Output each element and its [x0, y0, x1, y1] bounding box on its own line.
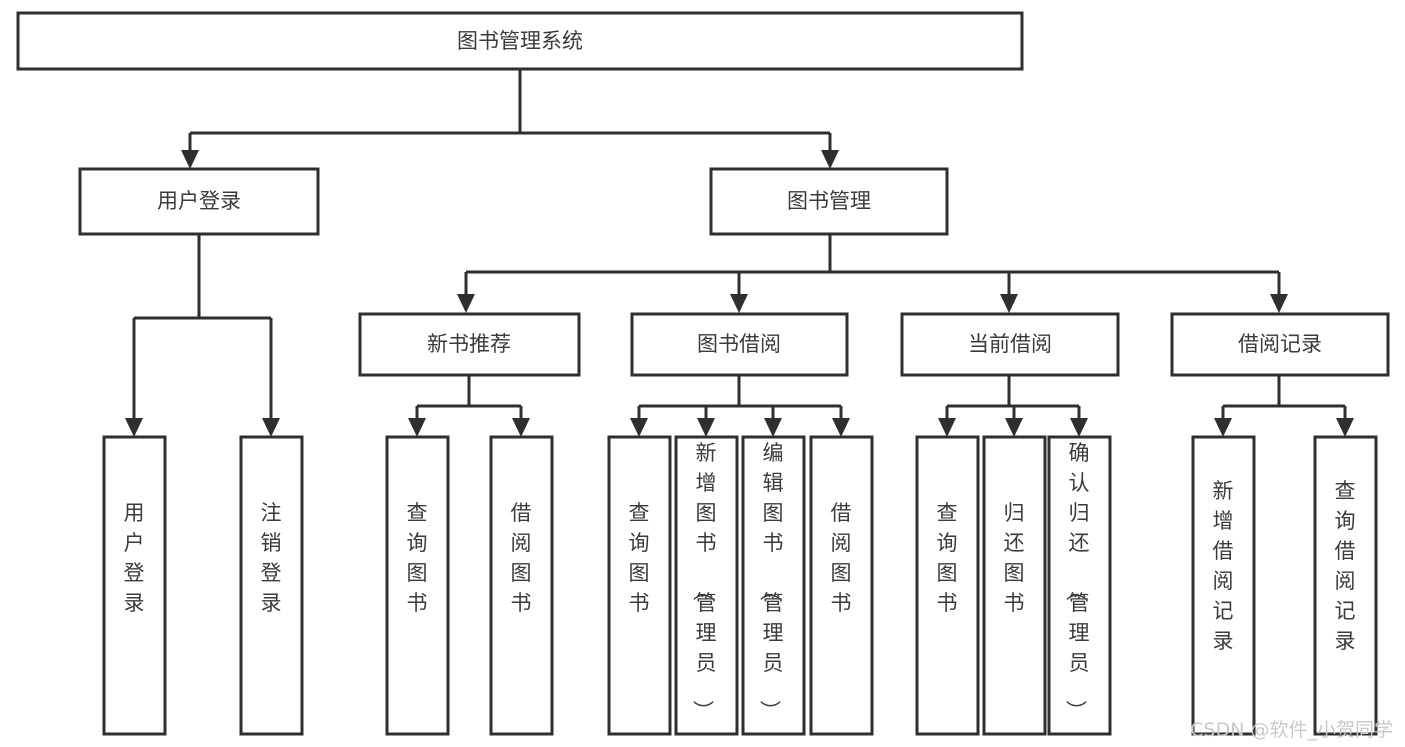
node-book-management[interactable]: 图书管理 — [709, 167, 949, 236]
node-leaf-borrow-book-1-box[interactable] — [489, 435, 554, 736]
node-leaf-query-book-1[interactable]: 查询图书 — [385, 435, 450, 736]
arrow-head-icon — [262, 418, 280, 437]
arrow-head-icon — [512, 418, 530, 437]
node-current-borrow-label: 当前借阅 — [968, 332, 1052, 356]
arrow-head-icon — [1000, 294, 1018, 313]
node-book-borrow[interactable]: 图书借阅 — [630, 312, 849, 377]
node-leaf-add-book-admin-box[interactable] — [674, 435, 739, 736]
arrow-head-icon — [1336, 418, 1354, 437]
arrow-head-icon — [630, 418, 648, 437]
node-leaf-logout-label: 注销登录 — [261, 501, 282, 615]
node-borrow-record[interactable]: 借阅记录 — [1170, 312, 1390, 377]
node-new-book-recommend[interactable]: 新书推荐 — [358, 312, 581, 377]
node-user-login-box[interactable] — [78, 167, 320, 236]
node-leaf-query-book-2-box[interactable] — [607, 435, 672, 736]
node-borrow-record-box[interactable] — [1170, 312, 1390, 377]
node-leaf-logout[interactable]: 注销登录 — [239, 435, 304, 736]
node-root-label: 图书管理系统 — [457, 29, 583, 53]
arrow-head-icon — [1070, 418, 1088, 437]
node-leaf-user-login[interactable]: 用户登录 — [102, 435, 167, 736]
node-leaf-query-book-3-box[interactable] — [915, 435, 980, 736]
node-leaf-query-book-2-label: 查询图书 — [629, 501, 650, 615]
node-leaf-query-borrow-record-box[interactable] — [1313, 435, 1378, 736]
node-leaf-return-book[interactable]: 归还图书 — [982, 435, 1047, 736]
node-book-borrow-box[interactable] — [630, 312, 849, 377]
arrow-head-icon — [125, 418, 143, 437]
node-leaf-edit-book-admin[interactable]: 编辑图书（管理员） — [741, 435, 806, 736]
node-user-login[interactable]: 用户登录 — [78, 167, 320, 236]
arrow-head-icon — [730, 294, 748, 313]
node-leaf-user-login-label: 用户登录 — [124, 501, 145, 615]
node-leaf-query-book-1-label: 查询图书 — [407, 501, 428, 615]
node-leaf-add-borrow-record[interactable]: 新增借阅记录 — [1191, 435, 1256, 736]
node-leaf-edit-book-admin-label: 编辑图书（管理员） — [758, 441, 784, 721]
node-root-box[interactable] — [16, 11, 1024, 71]
arrow-head-icon — [697, 418, 715, 437]
node-current-borrow[interactable]: 当前借阅 — [900, 312, 1120, 377]
arrow-head-icon — [181, 150, 199, 169]
node-leaf-add-book-admin-label: 新增图书（管理员） — [691, 441, 717, 721]
node-leaf-query-book-2[interactable]: 查询图书 — [607, 435, 672, 736]
node-current-borrow-box[interactable] — [900, 312, 1120, 377]
node-leaf-add-borrow-record-label: 新增借阅记录 — [1213, 479, 1234, 653]
arrow-head-icon — [764, 418, 782, 437]
node-leaf-borrow-book-2-label: 借阅图书 — [831, 501, 852, 615]
connector-layer — [125, 69, 1354, 437]
node-leaf-borrow-book-2-box[interactable] — [809, 435, 874, 736]
node-leaf-query-book-1-box[interactable] — [385, 435, 450, 736]
node-leaf-query-borrow-record-label: 查询借阅记录 — [1335, 479, 1356, 653]
arrow-head-icon — [1214, 418, 1232, 437]
node-user-login-label: 用户登录 — [157, 189, 241, 213]
node-leaf-edit-book-admin-box[interactable] — [741, 435, 806, 736]
node-new-book-recommend-label: 新书推荐 — [427, 332, 511, 356]
node-leaf-confirm-return-admin-box[interactable] — [1047, 435, 1112, 736]
node-leaf-borrow-book-1-label: 借阅图书 — [511, 501, 532, 615]
node-new-book-recommend-box[interactable] — [358, 312, 581, 377]
node-book-borrow-label: 图书借阅 — [697, 332, 781, 356]
node-leaf-user-login-box[interactable] — [102, 435, 167, 736]
node-leaf-confirm-return-admin[interactable]: 确认归还（管理员） — [1047, 435, 1112, 736]
node-leaf-return-book-label: 归还图书 — [1004, 501, 1025, 615]
node-leaf-borrow-book-1[interactable]: 借阅图书 — [489, 435, 554, 736]
node-book-management-box[interactable] — [709, 167, 949, 236]
arrow-head-icon — [1270, 294, 1288, 313]
node-leaf-add-book-admin[interactable]: 新增图书（管理员） — [674, 435, 739, 736]
arrow-head-icon — [832, 418, 850, 437]
arrow-head-icon — [938, 418, 956, 437]
node-leaf-add-borrow-record-box[interactable] — [1191, 435, 1256, 736]
node-leaf-return-book-box[interactable] — [982, 435, 1047, 736]
node-leaf-query-book-3[interactable]: 查询图书 — [915, 435, 980, 736]
node-leaf-borrow-book-2[interactable]: 借阅图书 — [809, 435, 874, 736]
node-borrow-record-label: 借阅记录 — [1238, 332, 1322, 356]
node-root[interactable]: 图书管理系统 — [16, 11, 1024, 71]
node-leaf-query-book-3-label: 查询图书 — [937, 501, 958, 615]
node-leaf-query-borrow-record[interactable]: 查询借阅记录 — [1313, 435, 1378, 736]
node-leaf-confirm-return-admin-label: 确认归还（管理员） — [1064, 441, 1090, 721]
arrow-head-icon — [457, 294, 475, 313]
node-book-management-label: 图书管理 — [787, 189, 871, 213]
arrow-head-icon — [1005, 418, 1023, 437]
arrow-head-icon — [408, 418, 426, 437]
arrow-head-icon — [821, 150, 839, 169]
node-leaf-logout-box[interactable] — [239, 435, 304, 736]
